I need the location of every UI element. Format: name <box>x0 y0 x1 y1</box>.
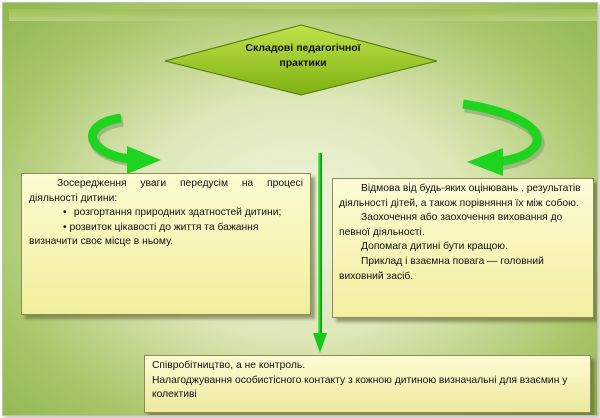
left-bullet-1: • розгортання природних здатностей дитин… <box>63 207 282 219</box>
right-item-2: Заохочення або заохочення виховання до п… <box>339 212 563 238</box>
left-curved-arrow-icon <box>88 113 161 174</box>
diagram-title: Складові педагогічної практики <box>245 42 361 70</box>
left-intro: Зосередження уваги передусім на процесі … <box>29 178 303 204</box>
title-diamond <box>164 24 438 96</box>
left-bullet-2: • розвиток цікавості до життя та бажання… <box>29 221 259 248</box>
right-item-3: Допомага дитині бути кращою. <box>361 241 508 253</box>
left-text-box: Зосередження уваги передусім на процесі … <box>21 173 311 315</box>
top-accent-bar <box>9 9 597 21</box>
bottom-line-1: Співробітництво, а не контроль. <box>152 360 306 371</box>
bottom-line-2: Налагоджування особистісного контакту з … <box>152 374 568 401</box>
bottom-text-box: Співробітництво, а не контроль. Налагодж… <box>144 355 591 413</box>
right-text-box: Відмова від будь-яких оцінювань , резуль… <box>332 178 594 318</box>
diagram-art <box>88 24 545 353</box>
right-item-4: Приклад і взаємна повага — головний вихо… <box>339 256 544 282</box>
right-item-1: Відмова від будь-яких оцінювань , резуль… <box>339 183 581 209</box>
right-curved-arrow-icon <box>462 99 545 176</box>
central-down-arrow <box>313 153 327 353</box>
